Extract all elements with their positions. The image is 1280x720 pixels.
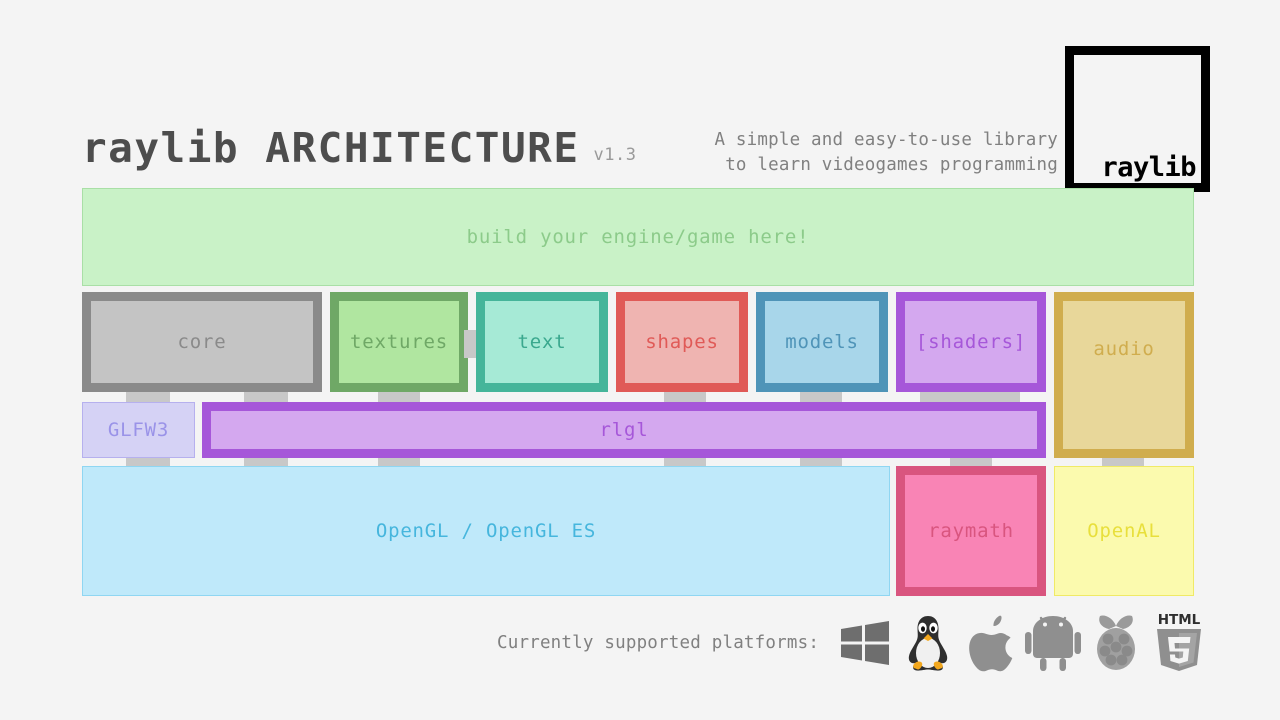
module-models-label: models [785,331,859,353]
tagline-line-2: to learn videogames programming [725,155,1058,175]
svg-text:HTML: HTML [1158,612,1201,628]
platforms-label: Currently supported platforms: [497,633,820,653]
module-textures-label: textures [350,331,448,353]
version-label: v1.3 [593,145,637,165]
module-core-label: core [177,331,227,353]
module-shapes[interactable]: shapes [616,292,748,392]
connector-tab [800,392,842,404]
module-shaders-label: [shaders] [915,331,1027,353]
engine-banner-label: build your engine/game here! [466,226,810,248]
page-title-row: raylib ARCHITECTURE v1.3 [82,128,636,169]
windows-icon [837,615,893,671]
layer-glfw3[interactable]: GLFW3 [82,402,195,458]
raylib-logo: raylib [1065,46,1210,192]
module-models[interactable]: models [756,292,888,392]
layer-opengl[interactable]: OpenGL / OpenGL ES [82,466,890,596]
module-textures[interactable]: textures [330,292,468,392]
tagline: A simple and easy-to-use library to lear… [714,128,1058,178]
layer-raymath[interactable]: raymath [896,466,1046,596]
connector-tab [126,392,170,404]
module-text-label: text [517,331,567,353]
connector-tab [244,392,288,404]
apple-icon [963,613,1019,673]
layer-rlgl[interactable]: rlgl [202,402,1046,458]
module-text[interactable]: text [476,292,608,392]
engine-banner: build your engine/game here! [82,188,1194,286]
linux-tux-icon [899,613,957,673]
layer-openal[interactable]: OpenAL [1054,466,1194,596]
module-shapes-label: shapes [645,331,719,353]
layer-raymath-label: raymath [928,520,1014,542]
connector-tab [378,392,420,404]
logo-text: raylib [1101,152,1196,183]
android-icon [1025,614,1082,672]
module-core[interactable]: core [82,292,322,392]
layer-openal-label: OpenAL [1087,520,1161,542]
module-shaders[interactable]: [shaders] [896,292,1046,392]
connector-tab [920,392,1020,404]
connector-tab [664,392,706,404]
layer-glfw3-label: GLFW3 [107,419,170,441]
layer-rlgl-label: rlgl [599,419,649,441]
module-audio[interactable]: audio [1054,292,1194,458]
page-title: raylib ARCHITECTURE [82,124,580,172]
html5-icon: HTML [1151,611,1207,675]
module-audio-label: audio [1093,338,1155,360]
layer-opengl-label: OpenGL / OpenGL ES [375,520,597,542]
tagline-line-1: A simple and easy-to-use library [714,130,1058,150]
supported-platforms: Currently supported platforms: [497,608,1202,678]
raspberry-pi-icon [1087,613,1145,673]
connector-tab-side [464,330,476,358]
